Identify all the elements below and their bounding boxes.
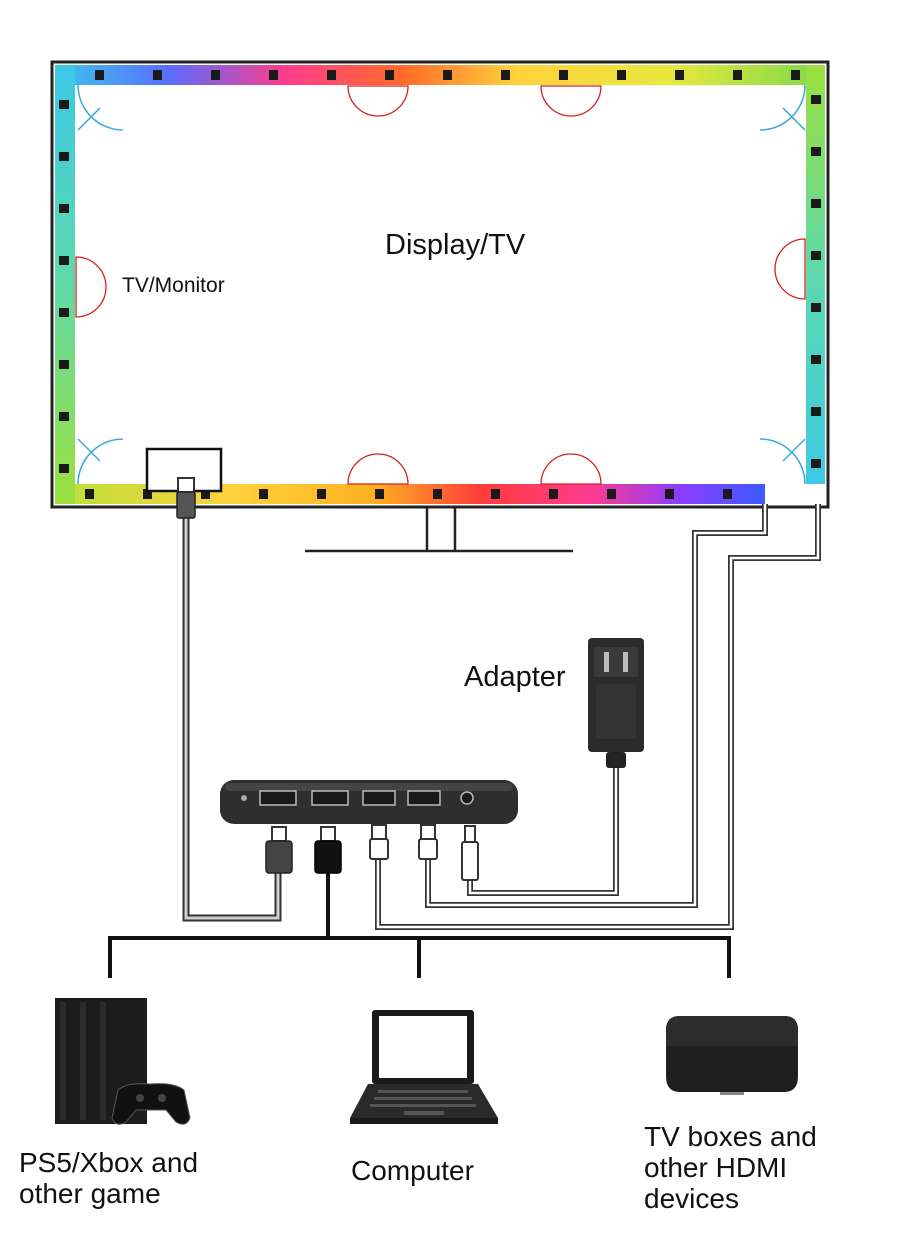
led-chip bbox=[59, 308, 69, 317]
led-chips bbox=[59, 70, 821, 499]
power-adapter bbox=[588, 638, 644, 768]
led-chip bbox=[433, 489, 442, 499]
led-chip bbox=[259, 489, 268, 499]
led-chip bbox=[211, 70, 220, 80]
led-chip bbox=[153, 70, 162, 80]
led-chip bbox=[327, 70, 336, 80]
hdmi-sync-box bbox=[220, 780, 518, 824]
led-chip bbox=[59, 256, 69, 265]
label-computer: Computer bbox=[351, 1155, 474, 1186]
led-chip bbox=[811, 303, 821, 312]
led-chip bbox=[811, 407, 821, 416]
led-strip-top bbox=[55, 65, 825, 85]
led-chip bbox=[501, 70, 510, 80]
laptop-icon bbox=[350, 1010, 498, 1124]
led-chip bbox=[59, 360, 69, 369]
label-tv-monitor: TV/Monitor bbox=[122, 274, 225, 297]
usb-plug-2 bbox=[418, 824, 438, 860]
usb-plug-1 bbox=[369, 824, 389, 860]
led-chip bbox=[617, 70, 626, 80]
tv-stand bbox=[305, 507, 573, 553]
label-tv-box: TV boxes and other HDMI devices bbox=[644, 1121, 817, 1214]
led-chip bbox=[95, 70, 104, 80]
led-chip bbox=[375, 489, 384, 499]
led-chip bbox=[811, 147, 821, 156]
tv-box-icon bbox=[666, 1016, 798, 1095]
led-chip bbox=[385, 70, 394, 80]
led-chip bbox=[811, 355, 821, 364]
led-chip bbox=[201, 489, 210, 499]
hdmi-plug-in-2 bbox=[314, 826, 342, 874]
led-chip bbox=[85, 489, 94, 499]
led-strip-right bbox=[806, 65, 825, 504]
led-chip bbox=[317, 489, 326, 499]
led-chip bbox=[811, 199, 821, 208]
led-strip-left bbox=[55, 65, 75, 504]
mounting-clips bbox=[75, 85, 806, 485]
led-chip bbox=[559, 70, 568, 80]
led-chip bbox=[811, 459, 821, 468]
led-chip bbox=[675, 70, 684, 80]
led-chip bbox=[549, 489, 558, 499]
camera-usb-plug bbox=[176, 477, 196, 519]
led-chip bbox=[811, 251, 821, 260]
tv-display bbox=[50, 60, 830, 553]
label-game-console: PS5/Xbox and other game bbox=[19, 1147, 199, 1209]
led-chip bbox=[443, 70, 452, 80]
label-adapter: Adapter bbox=[464, 661, 566, 693]
led-strip-bottom bbox=[55, 484, 765, 504]
box-plugs bbox=[265, 824, 479, 881]
led-chip bbox=[59, 464, 69, 473]
led-chip bbox=[791, 70, 800, 80]
led-chip bbox=[607, 489, 616, 499]
label-display-tv: Display/TV bbox=[385, 229, 526, 261]
cables bbox=[108, 504, 821, 978]
led-chip bbox=[59, 100, 69, 109]
led-chip bbox=[491, 489, 500, 499]
led-chip bbox=[811, 95, 821, 104]
led-chip bbox=[269, 70, 278, 80]
led-chip bbox=[59, 152, 69, 161]
led-chip bbox=[59, 204, 69, 213]
led-chip bbox=[59, 412, 69, 421]
hdmi-plug-in-1 bbox=[265, 826, 293, 874]
dc-plug bbox=[461, 825, 479, 881]
led-chip bbox=[733, 70, 742, 80]
led-chip bbox=[723, 489, 732, 499]
led-chip bbox=[143, 489, 152, 499]
corner-clips bbox=[77, 84, 806, 485]
led-chip bbox=[665, 489, 674, 499]
game-console-icon bbox=[55, 998, 191, 1125]
